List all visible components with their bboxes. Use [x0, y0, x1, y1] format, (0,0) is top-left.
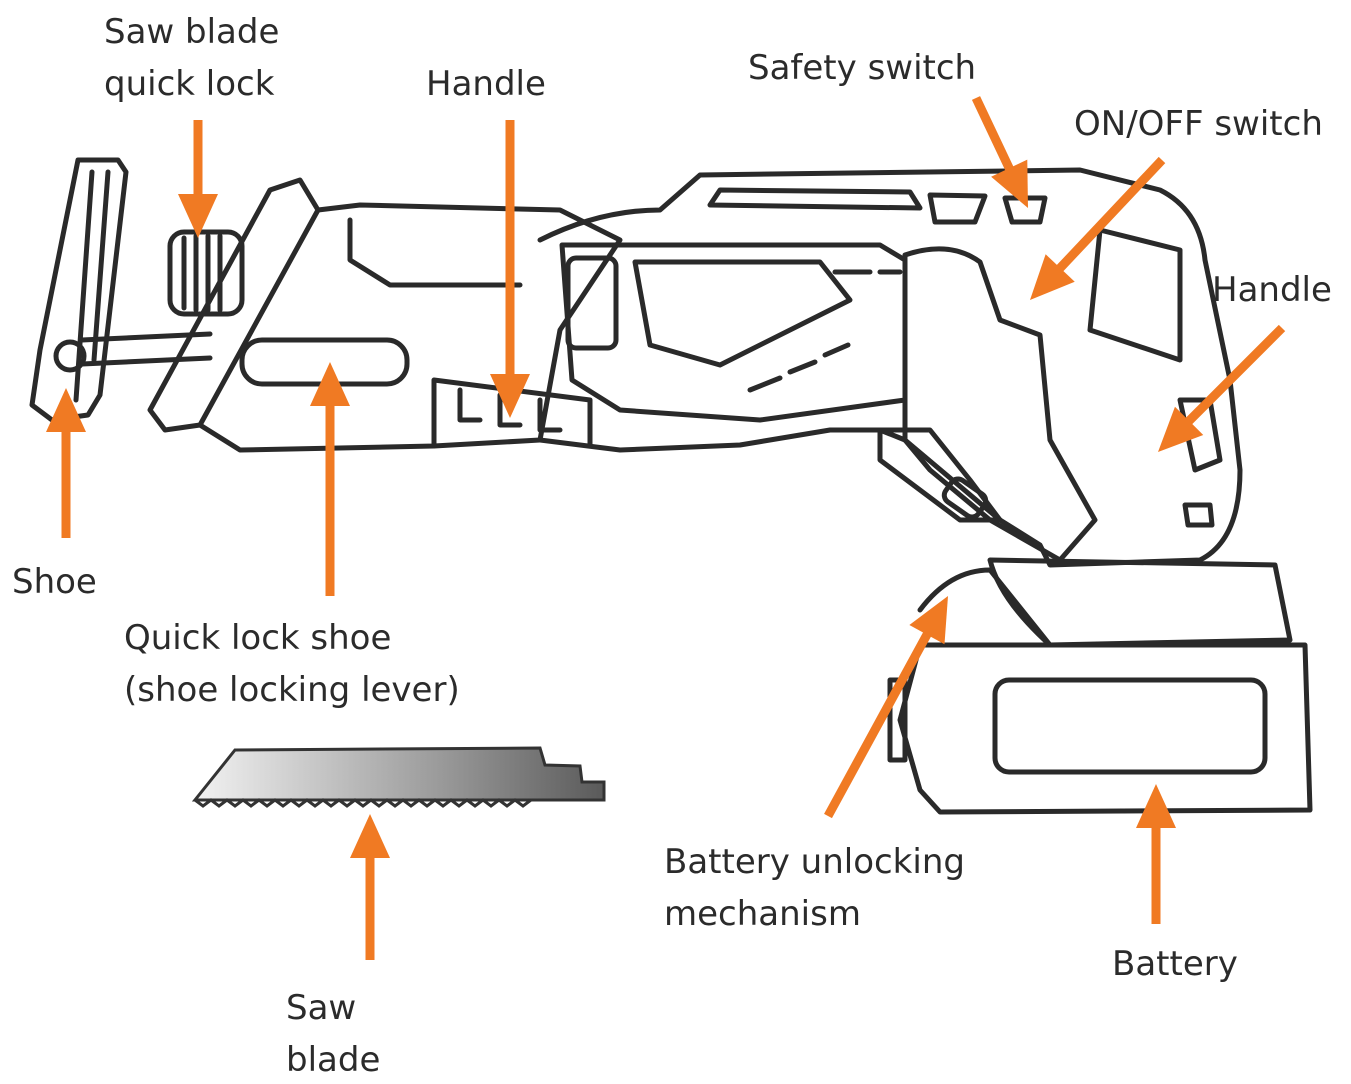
arrow-quick-lock-shoe [310, 362, 350, 596]
label-handle-front: Handle [426, 64, 546, 104]
saw-blade-shape [191, 746, 606, 808]
arrow-battery [1136, 784, 1176, 924]
arrow-handle-rear [1158, 324, 1286, 452]
battery-window [992, 677, 1268, 775]
arrow-handle-front [490, 120, 530, 418]
label-quick-lock-shoe: Quick lock shoe(shoe locking lever) [124, 618, 460, 710]
label-battery: Battery [1112, 944, 1238, 984]
arrow-shoe [46, 388, 86, 538]
battery-top [987, 557, 1293, 648]
motor-window [559, 242, 908, 423]
motor-body [537, 167, 1243, 568]
arrow-saw-blade [350, 814, 390, 960]
shoe-shape [29, 157, 129, 423]
label-handle-rear: Handle [1212, 270, 1332, 310]
label-on-off-switch: ON/OFF switch [1074, 104, 1323, 144]
label-shoe: Shoe [12, 562, 97, 602]
battery-body [897, 642, 1313, 815]
label-safety-switch: Safety switch [748, 48, 977, 88]
motor-vent-panel [632, 259, 853, 368]
front-plate [147, 177, 321, 433]
gear-housing [197, 202, 623, 453]
arrow-safety-switch [971, 96, 1028, 208]
trigger [902, 246, 1098, 563]
arrow-battery-unlocking [824, 596, 948, 819]
arrow-on-off-switch [1030, 156, 1166, 300]
blade-lock-knob [167, 229, 245, 317]
arrow-saw-blade-quick-lock [178, 120, 218, 238]
